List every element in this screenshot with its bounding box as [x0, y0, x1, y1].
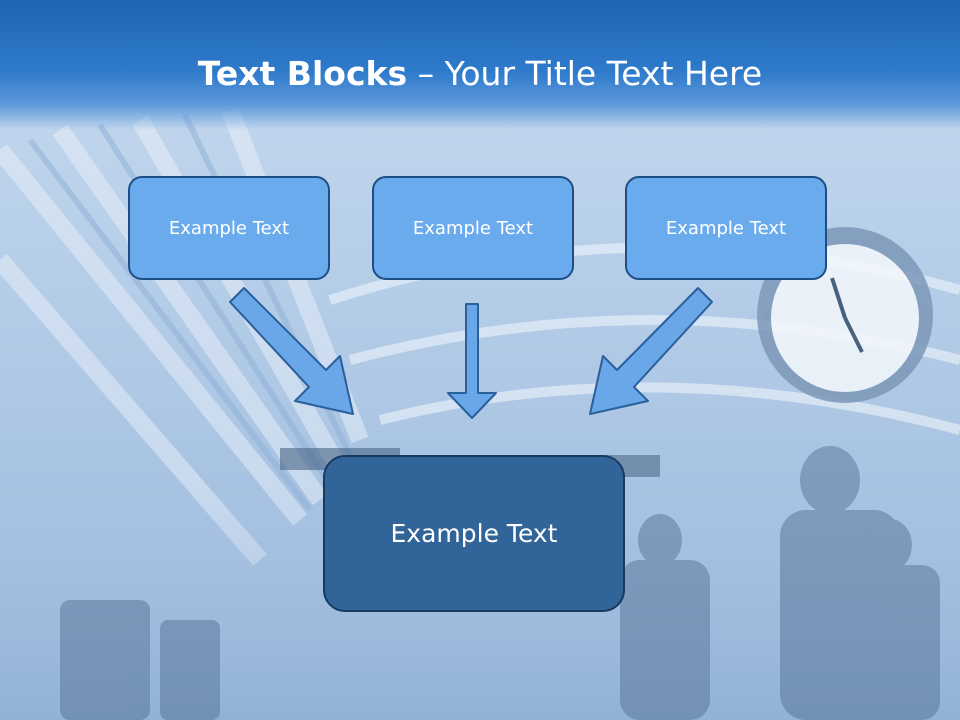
slide-title: Text Blocks – Your Title Text Here	[0, 52, 960, 96]
result-block[interactable]: Example Text	[323, 455, 625, 612]
title-band	[0, 0, 960, 130]
arrow-right	[589, 287, 713, 415]
result-block-label: Example Text	[390, 519, 558, 548]
arrow-center	[447, 303, 497, 419]
text-block-3[interactable]: Example Text	[625, 176, 827, 280]
text-block-1-label: Example Text	[168, 217, 290, 239]
text-block-3-label: Example Text	[665, 217, 787, 239]
text-block-2-label: Example Text	[412, 217, 534, 239]
title-rest: Your Title Text Here	[444, 54, 763, 93]
arrow-left	[229, 287, 354, 415]
title-dash: –	[407, 54, 445, 93]
text-block-2[interactable]: Example Text	[372, 176, 574, 280]
title-bold: Text Blocks	[197, 54, 408, 93]
text-block-1[interactable]: Example Text	[128, 176, 330, 280]
